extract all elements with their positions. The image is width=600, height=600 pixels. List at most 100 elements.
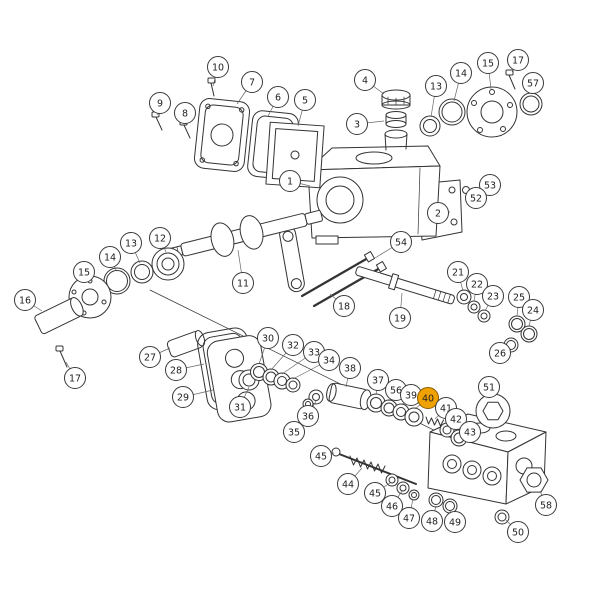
balloon-circle[interactable] (450, 62, 472, 84)
balloon-circle[interactable] (459, 421, 481, 443)
balloon-circle[interactable] (398, 507, 420, 529)
balloon-circle[interactable] (479, 174, 501, 196)
balloon-circle[interactable] (149, 227, 171, 249)
part-balloon-23[interactable]: 23 (482, 285, 504, 312)
balloon-circle[interactable] (99, 246, 121, 268)
balloon-circle[interactable] (507, 521, 529, 543)
balloon-circle[interactable] (174, 102, 196, 124)
part-balloon-13[interactable]: 13 (120, 232, 142, 264)
part-top-right-flange-set (419, 69, 543, 138)
balloon-circle[interactable] (165, 359, 187, 381)
balloon-circle[interactable] (172, 386, 194, 408)
part-balloon-45[interactable]: 45 (310, 445, 335, 467)
part-pump-head (427, 413, 547, 505)
balloon-circle[interactable] (522, 299, 544, 321)
balloon-circle[interactable] (318, 349, 340, 371)
part-oil-cap (381, 89, 411, 128)
part-balloon-24[interactable]: 24 (522, 299, 544, 327)
part-balloon-21[interactable]: 21 (447, 261, 469, 292)
part-balloon-14[interactable]: 14 (99, 246, 121, 271)
part-balloon-6[interactable]: 6 (267, 86, 289, 117)
balloon-circle[interactable] (232, 272, 254, 294)
exploded-diagram-art (34, 69, 549, 525)
balloon-circle[interactable] (508, 286, 530, 308)
balloon-circle[interactable] (466, 273, 488, 295)
balloon-circle[interactable] (425, 75, 447, 97)
part-balloon-15[interactable]: 15 (477, 52, 499, 90)
balloon-circle[interactable] (257, 327, 279, 349)
part-balloon-8[interactable]: 8 (174, 102, 196, 125)
balloon-circle[interactable] (339, 357, 361, 379)
balloon-circle[interactable] (389, 307, 411, 329)
balloon-circle[interactable] (139, 346, 161, 368)
part-balloon-18[interactable]: 18 (329, 293, 355, 317)
balloon-circle[interactable] (149, 92, 171, 114)
part-balloon-27[interactable]: 27 (139, 346, 171, 368)
balloon-circle[interactable] (444, 511, 466, 533)
balloon-circle[interactable] (367, 369, 389, 391)
balloon-circle[interactable] (445, 408, 467, 430)
balloon-circle[interactable] (294, 89, 316, 111)
part-balloon-14[interactable]: 14 (450, 62, 472, 102)
part-balloon-48[interactable]: 48 (421, 505, 443, 532)
part-balloon-50[interactable]: 50 (505, 519, 529, 543)
balloon-circle[interactable] (465, 187, 487, 209)
part-balloon-3[interactable]: 3 (346, 113, 385, 135)
part-balloon-43[interactable]: 43 (459, 421, 481, 443)
balloon-circle[interactable] (507, 49, 529, 71)
balloon-circle[interactable] (310, 445, 332, 467)
part-balloon-38[interactable]: 38 (339, 357, 361, 388)
part-balloon-4[interactable]: 4 (354, 69, 385, 95)
part-balloon-7[interactable]: 7 (236, 71, 263, 105)
part-balloon-11[interactable]: 11 (232, 249, 254, 294)
balloon-circle[interactable] (364, 482, 386, 504)
balloon-circle[interactable] (354, 69, 376, 91)
part-balloon-44[interactable]: 44 (337, 467, 363, 495)
balloon-circle[interactable] (283, 421, 305, 443)
balloon-circle[interactable] (447, 261, 469, 283)
part-hex-plug (494, 467, 549, 525)
balloon-circle[interactable] (64, 367, 86, 389)
balloon-circle-highlighted[interactable] (417, 387, 439, 409)
part-balloon-52[interactable]: 52 (465, 187, 487, 209)
balloon-circle[interactable] (120, 232, 142, 254)
part-balloon-26[interactable]: 26 (489, 342, 511, 364)
part-balloon-16[interactable]: 16 (14, 289, 43, 312)
balloon-circle[interactable] (267, 86, 289, 108)
balloon-circle[interactable] (427, 202, 449, 224)
part-balloon-51[interactable]: 51 (478, 376, 500, 398)
balloon-circle[interactable] (421, 510, 443, 532)
balloon-circle[interactable] (333, 295, 355, 317)
part-plunger-seal-set (326, 382, 468, 447)
part-balloon-49[interactable]: 49 (444, 510, 466, 533)
balloon-circle[interactable] (14, 289, 36, 311)
part-seal-stack (238, 363, 324, 410)
balloon-circle[interactable] (279, 170, 301, 192)
part-valve-rod (331, 447, 458, 514)
part-balloon-58[interactable]: 58 (535, 490, 557, 516)
balloon-circle[interactable] (522, 72, 544, 94)
balloon-circle[interactable] (390, 231, 412, 253)
part-balloon-19[interactable]: 19 (389, 292, 411, 329)
part-balloon-17[interactable]: 17 (64, 361, 86, 389)
balloon-circle[interactable] (207, 56, 229, 78)
part-balloon-30[interactable]: 30 (257, 327, 279, 365)
part-balloon-57[interactable]: 57 (522, 72, 544, 95)
balloon-circle[interactable] (229, 396, 251, 418)
balloon-circle[interactable] (241, 71, 263, 93)
part-right-washer-set (456, 289, 538, 353)
balloon-circle[interactable] (297, 405, 319, 427)
part-balloon-15[interactable]: 15 (73, 261, 95, 283)
balloon-circle[interactable] (337, 473, 359, 495)
balloon-circle[interactable] (489, 342, 511, 364)
balloon-circle[interactable] (73, 261, 95, 283)
balloon-circle[interactable] (478, 376, 500, 398)
balloon-circle[interactable] (482, 285, 504, 307)
part-balloon-28[interactable]: 28 (165, 359, 205, 381)
balloon-circle[interactable] (381, 495, 403, 517)
balloon-circle[interactable] (282, 334, 304, 356)
balloon-circle[interactable] (346, 113, 368, 135)
part-balloon-17[interactable]: 17 (507, 49, 529, 73)
balloon-circle[interactable] (477, 52, 499, 74)
balloon-circle[interactable] (535, 494, 557, 516)
